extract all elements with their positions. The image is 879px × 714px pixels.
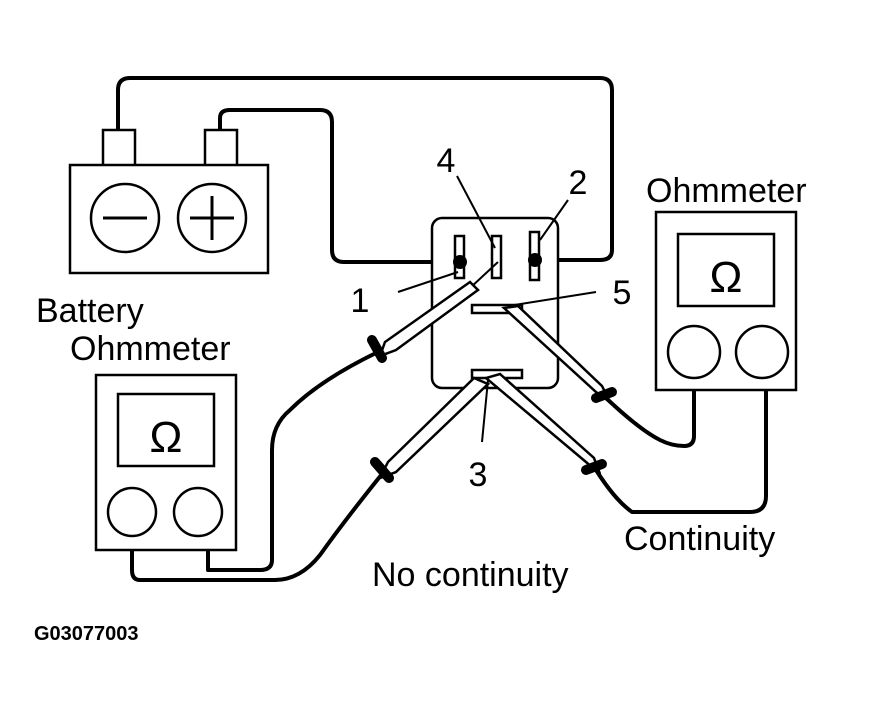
battery-positive-wire: [218, 108, 462, 264]
battery-negative-wire: [116, 76, 614, 262]
ohmmeter-left-label: Ohmmeter: [70, 330, 231, 368]
ohmmeter-icon: [94, 373, 238, 552]
ohmmeter-right-label: Ohmmeter: [646, 172, 807, 210]
no-continuity-label: No continuity: [372, 556, 569, 594]
relay-icon: [430, 216, 560, 390]
battery-icon: [68, 128, 270, 275]
terminal-4-label: 4: [437, 142, 456, 180]
left-ohm-symbol: Ω: [150, 413, 183, 462]
continuity-label: Continuity: [624, 520, 775, 558]
probe-icon: [483, 372, 768, 514]
probe-icon: [501, 304, 696, 448]
terminal-1-label: 1: [351, 282, 370, 320]
terminal-3-label: 3: [469, 456, 488, 494]
battery-label: Battery: [36, 292, 144, 330]
probe-icon: [130, 376, 491, 582]
probe-icon: [206, 261, 499, 572]
right-ohm-symbol: Ω: [710, 253, 743, 302]
terminal-4-blade: [490, 234, 503, 280]
terminal-5-label: 5: [613, 274, 632, 312]
terminal-2-label: 2: [569, 164, 588, 202]
figure-code: G03077003: [34, 623, 139, 645]
ohmmeter-icon: [654, 210, 798, 392]
